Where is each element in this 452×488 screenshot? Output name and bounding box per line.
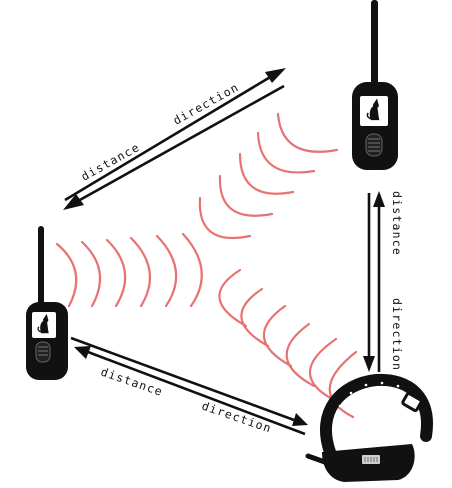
arrows	[63, 68, 385, 436]
label-distance-right: distance	[390, 191, 404, 256]
signal-waves-left	[55, 232, 203, 308]
handheld-device-top	[352, 0, 398, 170]
arrow-top-to-left	[63, 84, 285, 210]
label-direction-top-left: direction	[171, 80, 242, 128]
collar-antenna	[305, 453, 339, 469]
arrow-left-to-bottom	[70, 336, 308, 426]
arrow-left-to-top	[64, 68, 286, 202]
label-direction-right: direction	[390, 298, 404, 371]
collar-strap	[319, 373, 433, 458]
arrow-right-down	[363, 193, 375, 372]
arrow-bottom-to-left	[74, 346, 306, 436]
label-distance-top-left: distance	[79, 140, 143, 184]
arrow-right-up	[373, 191, 385, 372]
signal-waves-top	[198, 112, 339, 240]
signal-waves-bottom	[218, 268, 358, 419]
collar-buckle	[401, 392, 423, 412]
gps-collar	[305, 373, 433, 482]
handheld-device-left	[26, 226, 68, 380]
